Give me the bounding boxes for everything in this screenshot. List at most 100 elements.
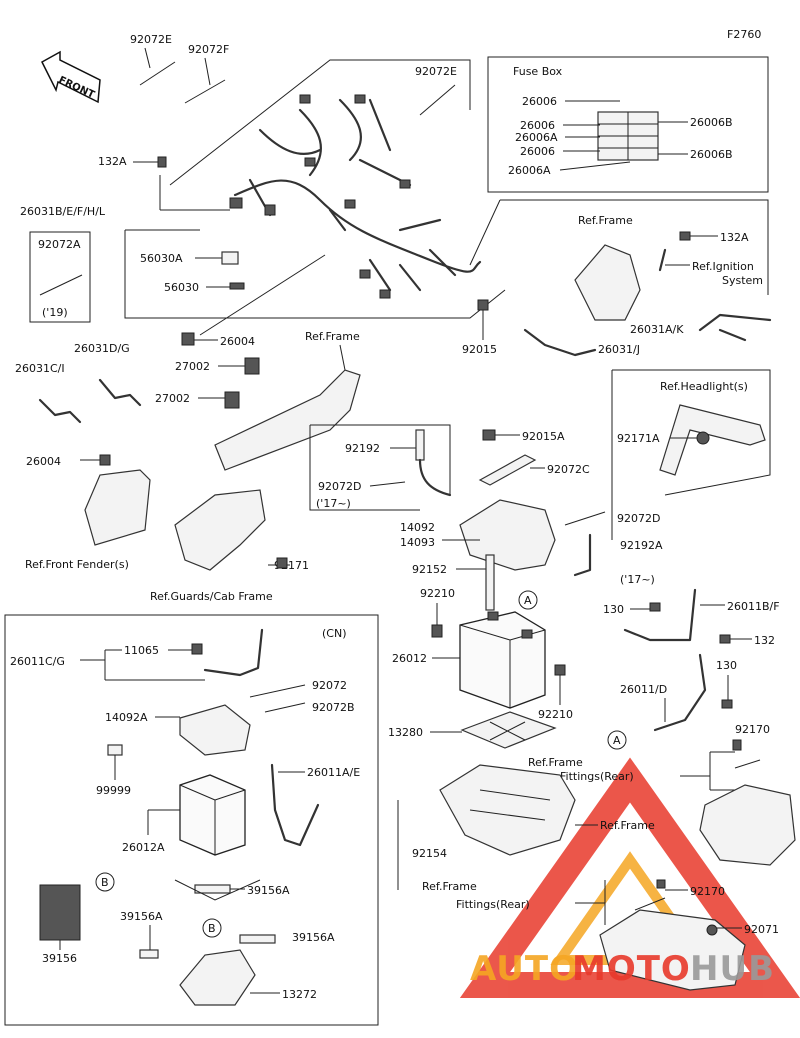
bolt-92170-b [656, 879, 666, 889]
sub-harness-26031CI [38, 398, 82, 424]
label-92192: 92192 [345, 442, 380, 455]
label-130-top: 130 [603, 603, 624, 616]
label-26031DG: 26031D/G [74, 342, 130, 355]
headlight-frame-line [612, 369, 771, 496]
ignition-wire [658, 248, 667, 272]
leader [199, 254, 326, 336]
label-39156A-2: 39156A [120, 910, 163, 923]
label-14092A: 14092A [105, 711, 148, 724]
label-26031CI: 26031C/I [15, 362, 65, 375]
clip-92015 [477, 299, 489, 311]
label-132A-left: 132A [98, 155, 127, 168]
label-39156A-1: 39156A [247, 884, 290, 897]
pad-39156A-2 [139, 949, 159, 959]
callout-B-2-text: B [208, 922, 216, 935]
ref-ignition-1: Ref.Ignition [692, 260, 754, 273]
tray-frame-line [310, 424, 451, 495]
nut-92071 [706, 924, 718, 936]
label-26011AE: 26011A/E [307, 766, 360, 779]
cable-tie-92072 [249, 684, 306, 698]
svg-text:MOTO: MOTO [572, 949, 691, 989]
label-56030: 56030 [164, 281, 199, 294]
label-26011BF: 26011B/F [727, 600, 780, 613]
label-26031J: 26031/J [598, 343, 640, 356]
hose-92192A [573, 533, 592, 577]
ref-headlight: Ref.Headlight(s) [660, 380, 748, 393]
label-39156A-3: 39156A [292, 931, 335, 944]
leader [204, 57, 211, 86]
label-56030A: 56030A [140, 252, 183, 265]
bolt-132 [719, 634, 731, 644]
svg-text:HUB: HUB [690, 949, 775, 989]
watermark-text: AUTO MOTO HUB [470, 949, 775, 989]
label-92170-top: 92170 [735, 723, 770, 736]
label-99999: 99999 [96, 784, 131, 797]
label-92072D-right: 92072D [617, 512, 660, 525]
label-132-right: 132 [754, 634, 775, 647]
label-92072F: 92072F [188, 43, 229, 56]
strap-92072C [478, 454, 537, 486]
pad-39156A-3 [239, 934, 276, 944]
label-27002-b: 27002 [155, 392, 190, 405]
label-92192A: 92192A [620, 539, 663, 552]
bolt-92170 [732, 739, 742, 751]
cable-26011CG [203, 628, 264, 677]
figure-code: F2760 [727, 28, 761, 41]
label-132A-right: 132A [720, 231, 749, 244]
label-92072D-left: 92072D [318, 480, 361, 493]
label-26031AK: 26031A/K [630, 323, 684, 336]
leader [339, 344, 346, 371]
front-fender-shape [84, 469, 151, 546]
battery-26012A [179, 774, 246, 856]
label-130-mid: 130 [716, 659, 737, 672]
frame-box-line [469, 199, 501, 266]
label-92015: 92015 [462, 343, 497, 356]
ref-front-fender: Ref.Front Fender(s) [25, 558, 129, 571]
pad-39156A-1 [194, 884, 231, 894]
battery-26012 [459, 611, 546, 709]
nut-92210-b [554, 664, 566, 676]
sub-harness-26031J [523, 328, 597, 357]
sub-harness-26031AK [698, 313, 772, 342]
part-26004 [181, 332, 195, 346]
battery-holder-14092 [459, 499, 556, 571]
ref-ignition-2: System [722, 274, 763, 287]
label-17-right: ('17~) [620, 573, 655, 586]
label-14092: 14092 [400, 521, 435, 534]
label-11065: 11065 [124, 644, 159, 657]
label-26012A: 26012A [122, 841, 165, 854]
label-17-left: ('17~) [316, 497, 351, 510]
callout-A-2 [607, 730, 627, 750]
fuse-26006-2: 26006 [520, 119, 555, 132]
rod-92152 [485, 554, 495, 611]
callout-A-2-text: A [613, 734, 621, 747]
label-26011D: 26011/D [620, 683, 667, 696]
cable-tie-92072B [264, 702, 306, 713]
bolt-130 [649, 602, 661, 612]
ref-frame-3: Ref.Frame [528, 756, 583, 769]
ref-fittings-1: Fittings(Rear) [560, 770, 634, 783]
label-92072: 92072 [312, 679, 347, 692]
sub-harness-26031DG [98, 378, 142, 407]
fuse-box-panel [487, 56, 769, 193]
variant-box-92072A [29, 231, 91, 323]
label-92210-bot: 92210 [538, 708, 573, 721]
vent-hose [418, 458, 452, 497]
label-26004-top: 26004 [220, 335, 255, 348]
ref-frame-4: Ref.Frame [600, 819, 655, 832]
label-92015A: 92015A [522, 430, 565, 443]
leader [144, 47, 151, 69]
cap-11065 [191, 643, 203, 655]
harness-frame-line [169, 59, 471, 186]
guards-cab-frame-shape [174, 489, 266, 571]
label-27002-a: 27002 [175, 360, 210, 373]
frame-box-line [500, 199, 769, 295]
ref-frame-2: Ref.Frame [578, 214, 633, 227]
callout-B-1 [95, 872, 115, 892]
cable-tie-92072A [39, 274, 83, 296]
label-92072E-top: 92072E [130, 33, 172, 46]
battery-cable-26011D [653, 653, 707, 732]
relay-27002-a [244, 357, 260, 375]
